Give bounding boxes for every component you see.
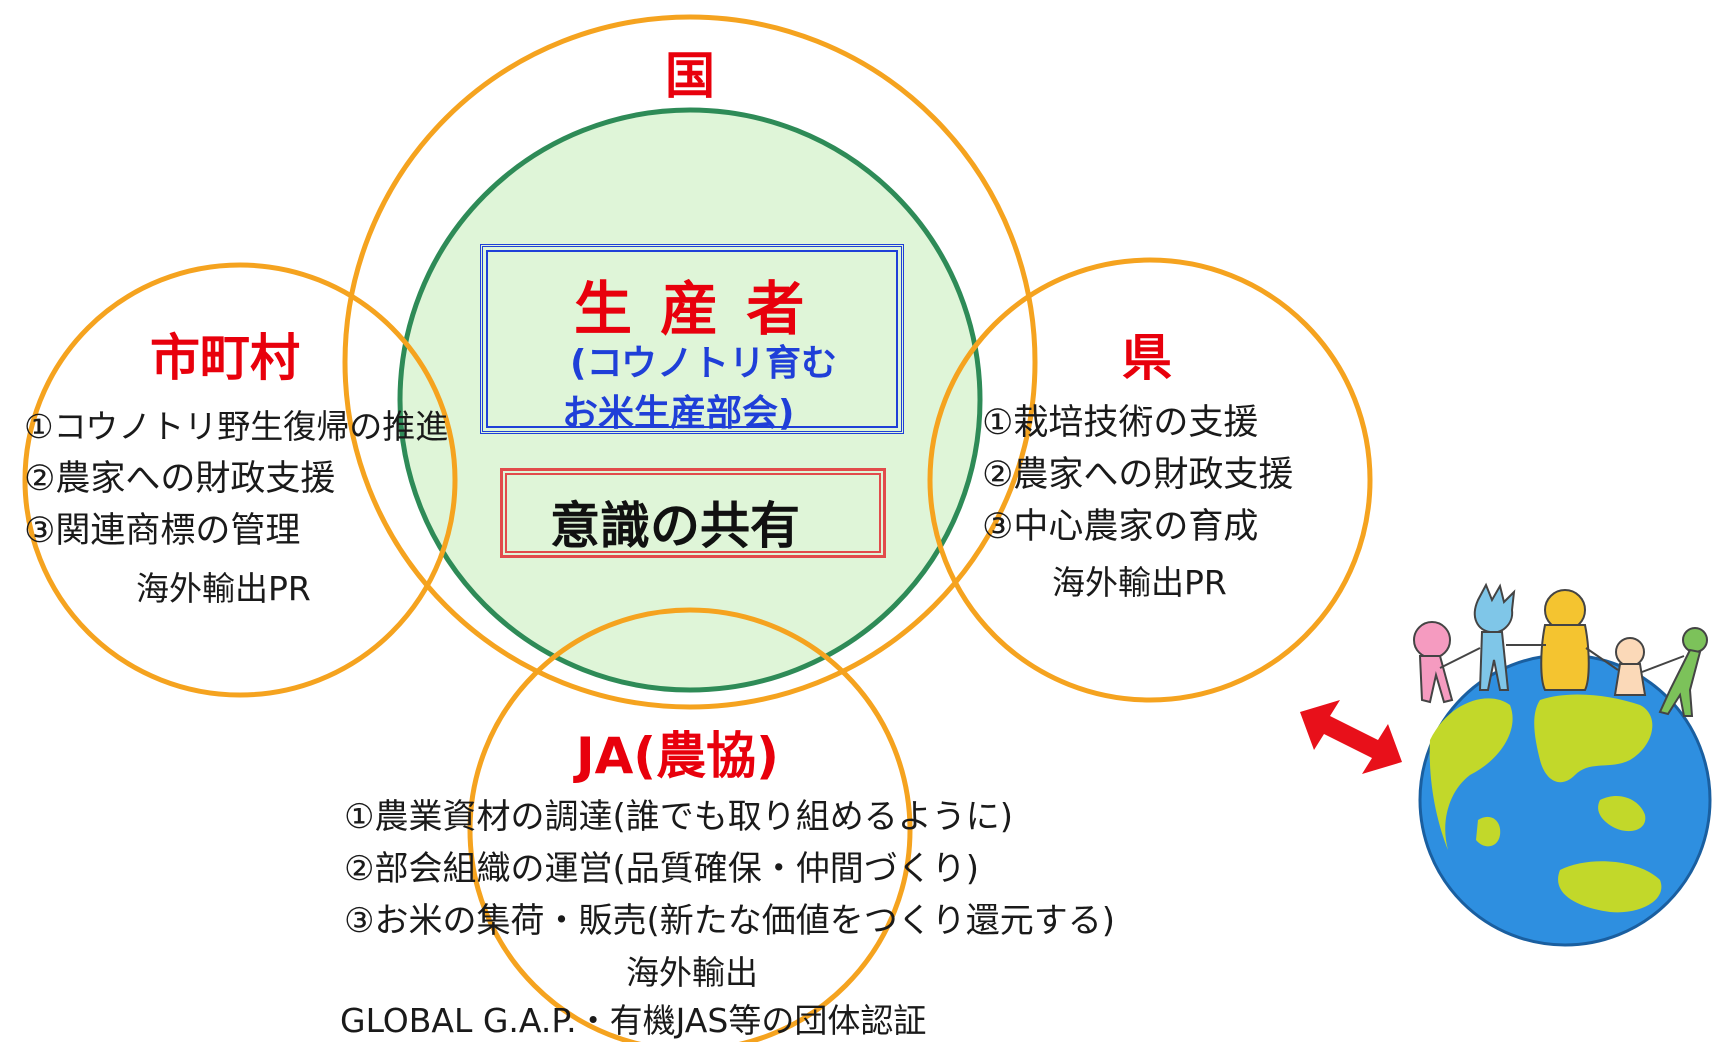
national-title: 国 (665, 47, 715, 105)
prefecture-item-1: ①栽培技術の支援 (982, 403, 1259, 443)
ja-title: JA(農協) (576, 727, 780, 785)
ja-extra-export: 海外輸出 (626, 953, 758, 992)
municipal-title: 市町村 (150, 329, 300, 387)
ja-extra-certification: GLOBAL G.A.P.・有機JAS等の団体認証 (340, 1001, 927, 1040)
ja-item-3: ③お米の集荷・販売(新たな価値をつくり還元する) (344, 901, 1116, 941)
producer-box (480, 244, 904, 434)
municipal-extra: 海外輸出PR (136, 569, 311, 608)
municipal-item-1: ①コウノトリ野生復帰の推進 (24, 407, 449, 446)
national-circle (342, 14, 1038, 710)
producer-title: 生 産 者 (574, 275, 809, 343)
producer-subtitle-line2: お米生産部会) (562, 393, 795, 434)
prefecture-extra: 海外輸出PR (1052, 563, 1227, 602)
prefecture-title: 県 (1122, 329, 1172, 387)
ja-item-1: ①農業資材の調達(誰でも取り組めるように) (344, 797, 1014, 837)
shared-awareness-box (500, 468, 886, 558)
ja-circle (467, 607, 913, 1042)
prefecture-item-2: ②農家への財政支援 (982, 455, 1294, 495)
globe-icon (1418, 653, 1712, 947)
producer-circle (397, 107, 983, 693)
municipal-item-3: ③関連商標の管理 (24, 511, 301, 551)
municipal-item-2: ②農家への財政支援 (24, 459, 336, 499)
people-on-globe-icon (1413, 582, 1708, 717)
municipal-circle (22, 262, 458, 698)
producer-subtitle-line1: (コウノトリ育む (570, 343, 838, 384)
prefecture-circle (927, 257, 1373, 703)
shared-awareness-label: 意識の共有 (550, 497, 800, 555)
double-arrow-icon (1300, 700, 1402, 774)
ja-item-2: ②部会組織の運営(品質確保・仲間づくり) (344, 849, 980, 889)
prefecture-item-3: ③中心農家の育成 (982, 507, 1259, 547)
